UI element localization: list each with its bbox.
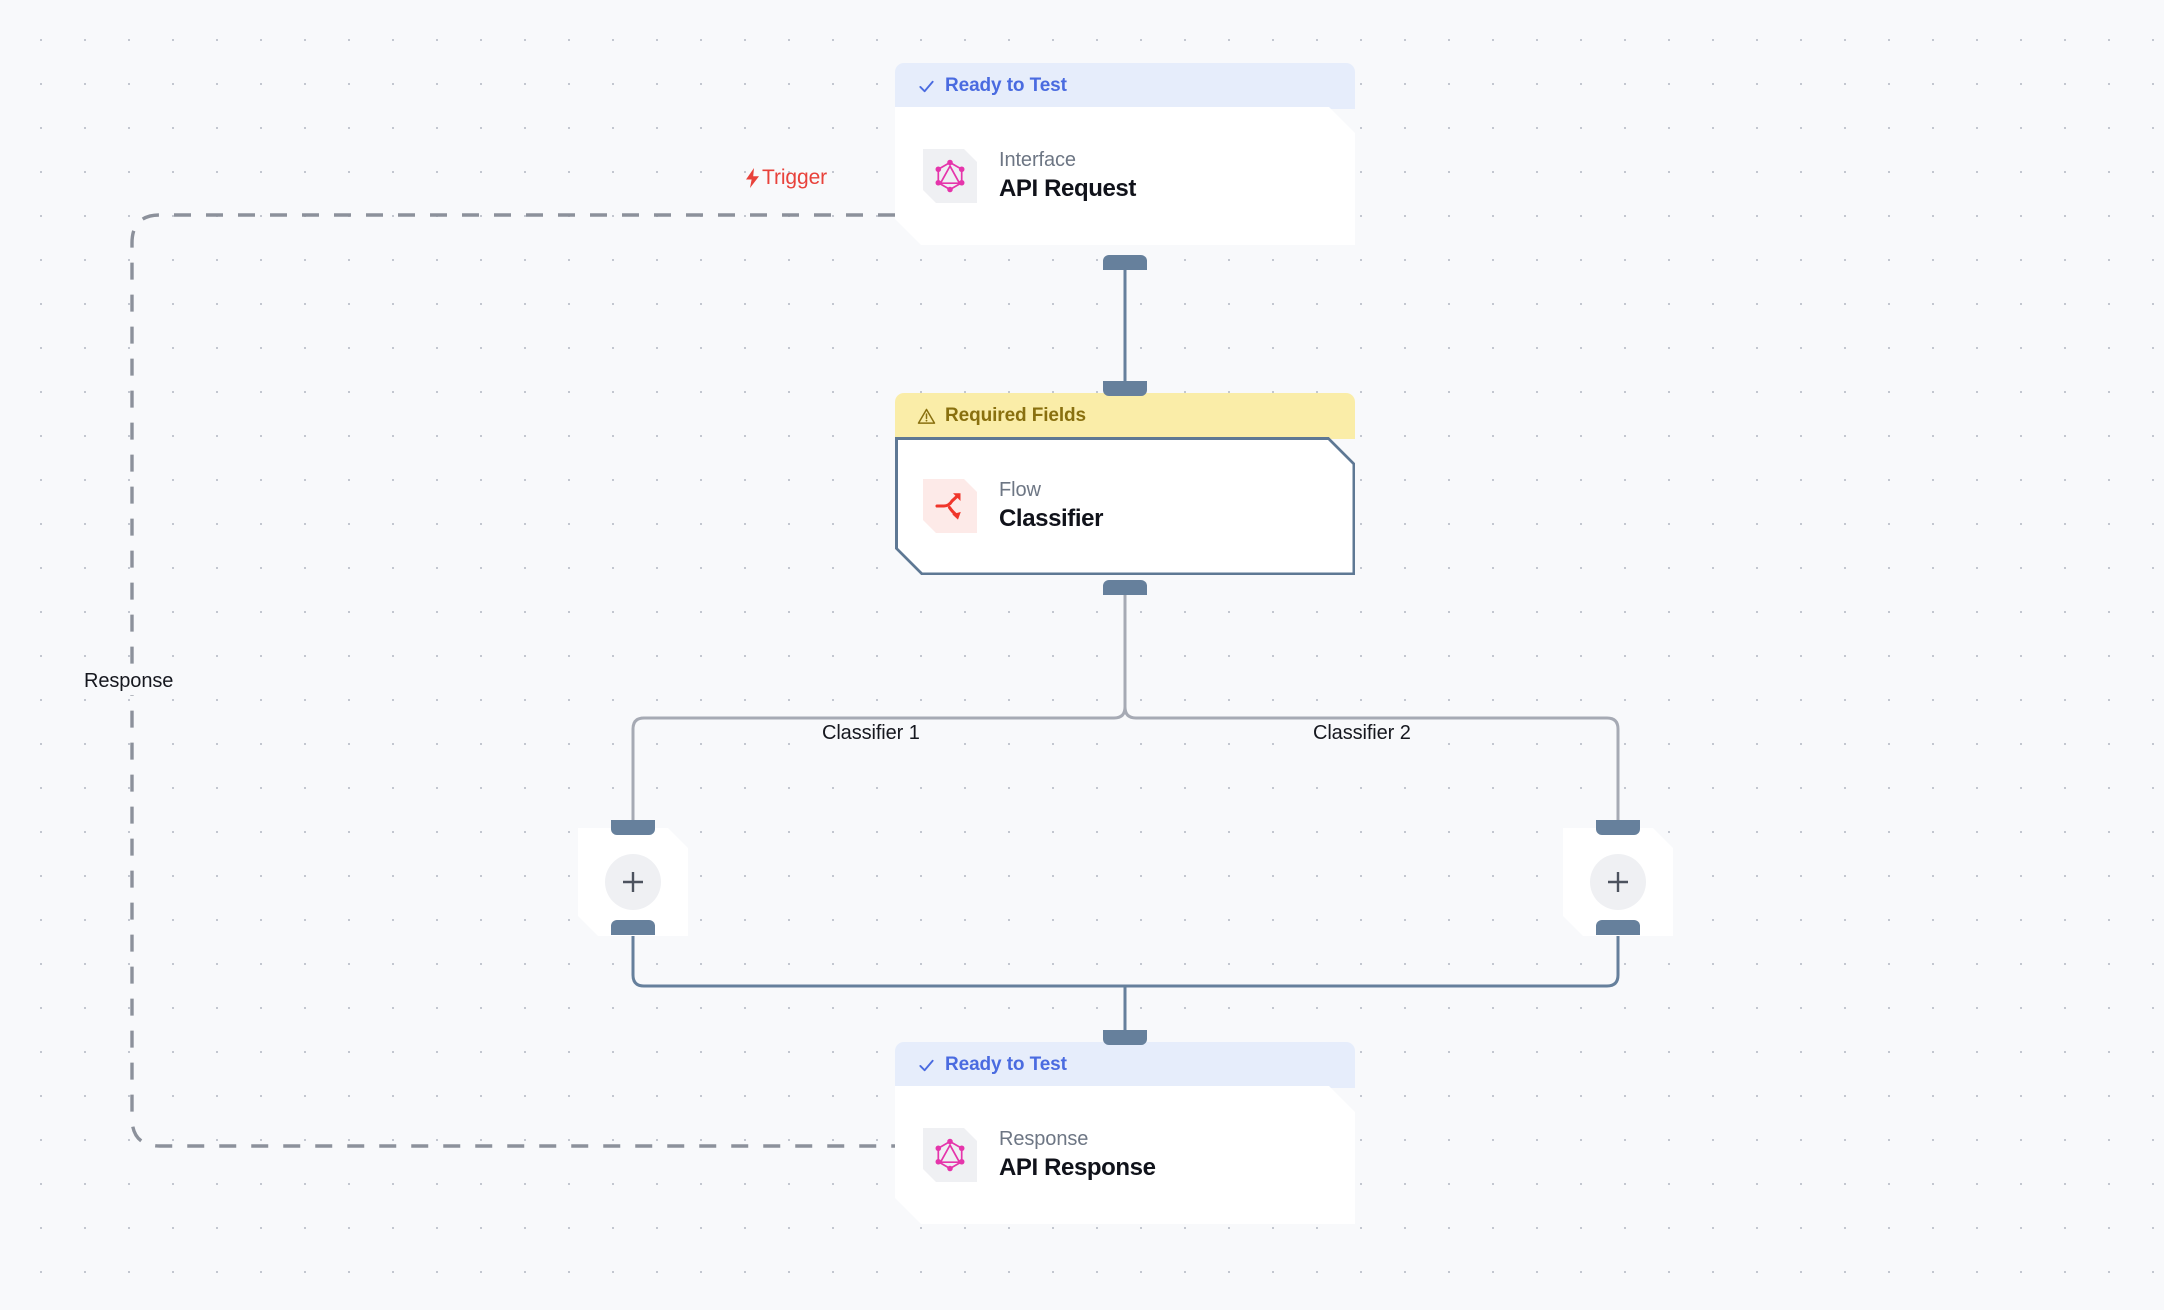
branch-label-classifier-2: Classifier 2	[1303, 722, 1421, 745]
graphql-icon	[923, 1128, 977, 1182]
check-icon	[917, 1056, 936, 1075]
response-label: Response	[76, 668, 182, 695]
flow-branch-icon	[923, 479, 977, 533]
handle-api-request-bottom[interactable]	[1103, 255, 1147, 270]
handle-add-left-top[interactable]	[611, 820, 655, 835]
status-badge-ready-to-test: Ready to Test	[895, 63, 1355, 109]
branch-label-left-text: Classifier 1	[822, 722, 920, 744]
status-badge-ready-to-test: Ready to Test	[895, 1042, 1355, 1088]
node-card[interactable]: Interface API Request	[895, 107, 1355, 245]
graphql-icon	[923, 149, 977, 203]
check-icon	[917, 77, 936, 96]
node-title: Classifier	[999, 505, 1104, 532]
status-badge-text: Ready to Test	[945, 1054, 1067, 1075]
node-title: API Response	[999, 1154, 1156, 1181]
node-api-response[interactable]: Ready to Test	[895, 1042, 1355, 1224]
status-badge-required-fields: Required Fields	[895, 393, 1355, 439]
handle-classifier-bottom[interactable]	[1103, 580, 1147, 595]
status-badge-text: Ready to Test	[945, 75, 1067, 96]
node-category: Interface	[999, 149, 1076, 171]
handle-api-response-top[interactable]	[1103, 1030, 1147, 1045]
status-badge-text: Required Fields	[945, 405, 1087, 426]
node-title: API Request	[999, 175, 1136, 202]
node-api-request[interactable]: Ready to Test	[895, 63, 1355, 245]
trigger-response-dashed-edge	[130, 213, 895, 1148]
node-classifier[interactable]: Required Fields Flow Classifier	[895, 393, 1355, 575]
response-label-text: Response	[84, 670, 174, 692]
edge-merge-right	[1125, 930, 1620, 988]
handle-classifier-top[interactable]	[1103, 381, 1147, 396]
node-card[interactable]: Response API Response	[895, 1086, 1355, 1224]
plus-icon[interactable]	[605, 854, 661, 910]
node-category: Flow	[999, 479, 1041, 501]
handle-add-left-bottom[interactable]	[611, 920, 655, 935]
handle-add-right-top[interactable]	[1596, 820, 1640, 835]
handle-add-right-bottom[interactable]	[1596, 920, 1640, 935]
node-text: Response API Response	[999, 1128, 1156, 1182]
node-text: Interface API Request	[999, 149, 1136, 203]
warning-triangle-icon	[917, 407, 936, 426]
edge-merge-left	[631, 930, 1125, 988]
trigger-label: Trigger	[744, 166, 827, 190]
node-category: Response	[999, 1128, 1089, 1150]
branch-label-right-text: Classifier 2	[1313, 722, 1411, 744]
add-step-button-right[interactable]	[1563, 828, 1673, 936]
trigger-label-text: Trigger	[762, 166, 828, 189]
node-card[interactable]: Flow Classifier	[895, 437, 1355, 575]
branch-label-classifier-1: Classifier 1	[812, 722, 930, 745]
node-text: Flow Classifier	[999, 479, 1103, 533]
lightning-bolt-icon	[744, 167, 761, 189]
plus-icon[interactable]	[1590, 854, 1646, 910]
